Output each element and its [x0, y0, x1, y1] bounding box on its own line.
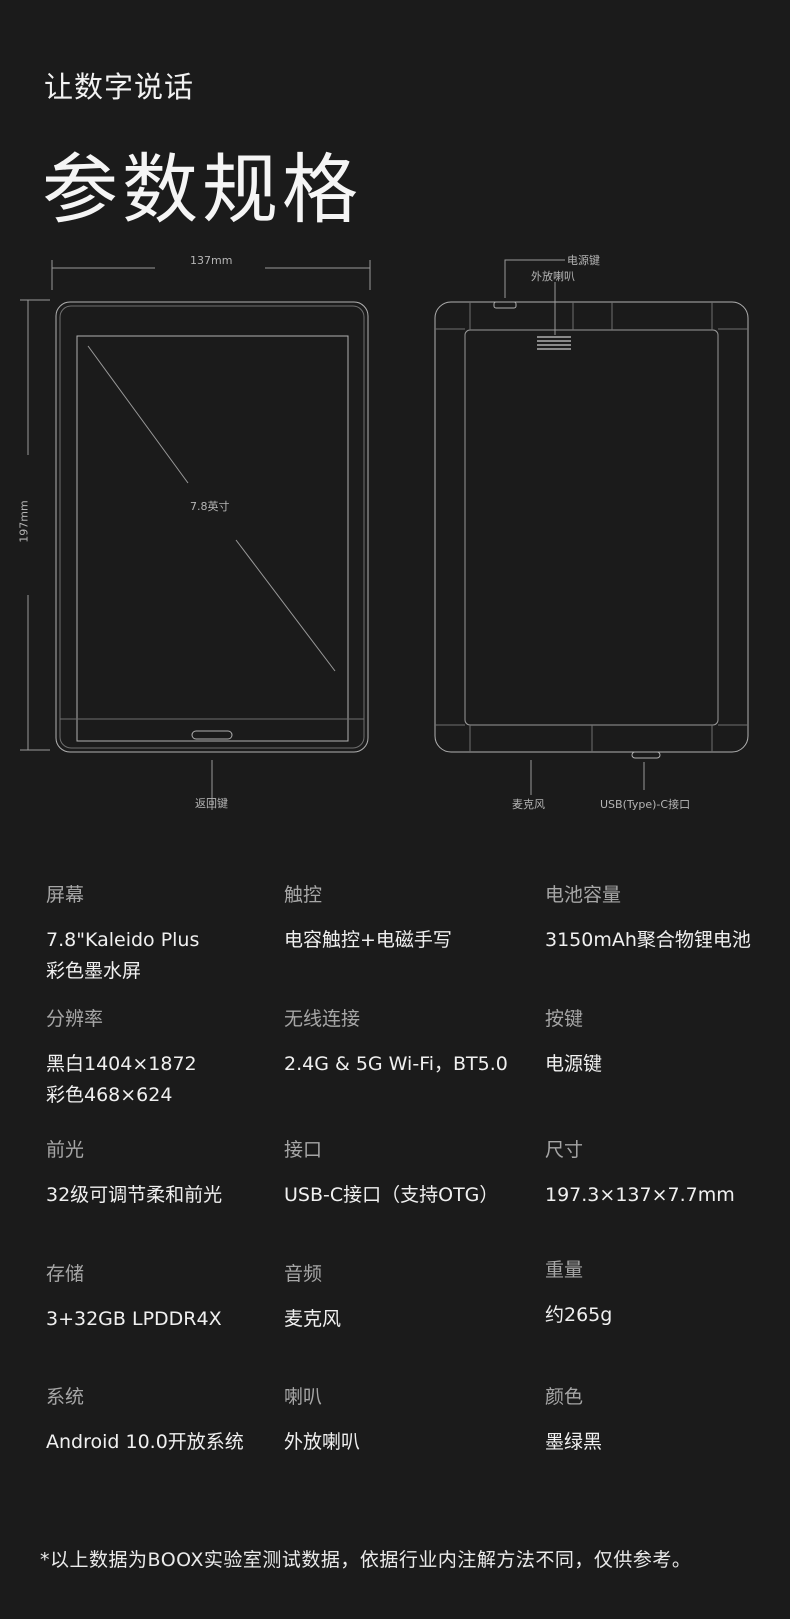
spec-label: 屏幕 — [46, 884, 85, 906]
spec-label: 分辨率 — [46, 1008, 104, 1030]
spec-value: 2.4G & 5G Wi-Fi，BT5.0 — [284, 1053, 508, 1075]
spec-touch: 触控 电容触控+电磁手写 — [284, 880, 452, 956]
spec-label: 重量 — [545, 1259, 584, 1281]
spec-value: 约265g — [545, 1304, 613, 1326]
spec-value: 外放喇叭 — [284, 1431, 361, 1453]
spec-label: 颜色 — [545, 1386, 584, 1408]
spec-value: 电容触控+电磁手写 — [284, 929, 452, 951]
spec-label: 尺寸 — [545, 1139, 584, 1161]
spec-value: 麦克风 — [284, 1308, 342, 1330]
spec-label: 按键 — [545, 1008, 584, 1030]
device-diagram: 137mm 197mm 7.8英寸 返回键 电源键 外放喇叭 麦克风 USB(T… — [0, 250, 790, 850]
width-dimension-label: 137mm — [190, 254, 233, 267]
spec-label: 音频 — [284, 1263, 323, 1285]
height-dimension-label: 197mm — [17, 500, 31, 543]
spec-frontlight: 前光 32级可调节柔和前光 — [46, 1135, 222, 1211]
spec-value: 32级可调节柔和前光 — [46, 1184, 223, 1206]
back-button-label: 返回键 — [195, 797, 228, 810]
page-subtitle: 让数字说话 — [44, 70, 195, 104]
spec-value: 电源键 — [545, 1053, 603, 1075]
spec-value: USB-C接口（支持OTG） — [284, 1184, 499, 1206]
spec-value: 197.3×137×7.7mm — [545, 1184, 735, 1206]
spec-label: 系统 — [46, 1386, 85, 1408]
mic-label: 麦克风 — [512, 798, 545, 811]
disclaimer-footnote: *以上数据为BOOX实验室测试数据，依据行业内注解方法不同，仅供参考。 — [40, 1549, 692, 1571]
spec-wireless: 无线连接 2.4G & 5G Wi-Fi，BT5.0 — [284, 1004, 508, 1080]
spec-color: 颜色 墨绿黑 — [545, 1382, 602, 1458]
spec-port: 接口 USB-C接口（支持OTG） — [284, 1135, 498, 1211]
spec-audio: 音频 麦克风 — [284, 1259, 341, 1335]
spec-label: 喇叭 — [284, 1386, 323, 1408]
spec-system: 系统 Android 10.0开放系统 — [46, 1382, 244, 1458]
spec-label: 接口 — [284, 1139, 323, 1161]
spec-speaker: 喇叭 外放喇叭 — [284, 1382, 360, 1458]
spec-label: 存储 — [46, 1263, 85, 1285]
page-title: 参数规格 — [42, 145, 362, 234]
spec-resolution: 分辨率 黑白1404×1872 彩色468×624 — [46, 1004, 197, 1111]
spec-value: 墨绿黑 — [545, 1431, 603, 1453]
spec-value: 7.8"Kaleido Plus 彩色墨水屏 — [46, 929, 200, 982]
spec-value: Android 10.0开放系统 — [46, 1431, 244, 1453]
spec-buttons: 按键 电源键 — [545, 1004, 602, 1080]
power-key-label: 电源键 — [567, 254, 600, 267]
spec-label: 无线连接 — [284, 1008, 361, 1030]
usb-port-label: USB(Type)-C接口 — [600, 798, 691, 811]
screen-size-label: 7.8英寸 — [190, 500, 230, 513]
device-outline-drawing — [20, 259, 749, 810]
spec-screen: 屏幕 7.8"Kaleido Plus 彩色墨水屏 — [46, 880, 199, 987]
spec-label: 触控 — [284, 884, 323, 906]
spec-storage: 存储 3+32GB LPDDR4X — [46, 1259, 222, 1335]
spec-value: 黑白1404×1872 彩色468×624 — [46, 1053, 197, 1106]
speaker-label: 外放喇叭 — [531, 270, 575, 283]
spec-weight: 重量 约265g — [545, 1255, 612, 1331]
spec-dimensions: 尺寸 197.3×137×7.7mm — [545, 1135, 735, 1211]
spec-value: 3+32GB LPDDR4X — [46, 1308, 222, 1330]
spec-value: 3150mAh聚合物锂电池 — [545, 929, 751, 951]
spec-label: 电池容量 — [545, 884, 622, 906]
spec-label: 前光 — [46, 1139, 85, 1161]
spec-battery: 电池容量 3150mAh聚合物锂电池 — [545, 880, 751, 956]
